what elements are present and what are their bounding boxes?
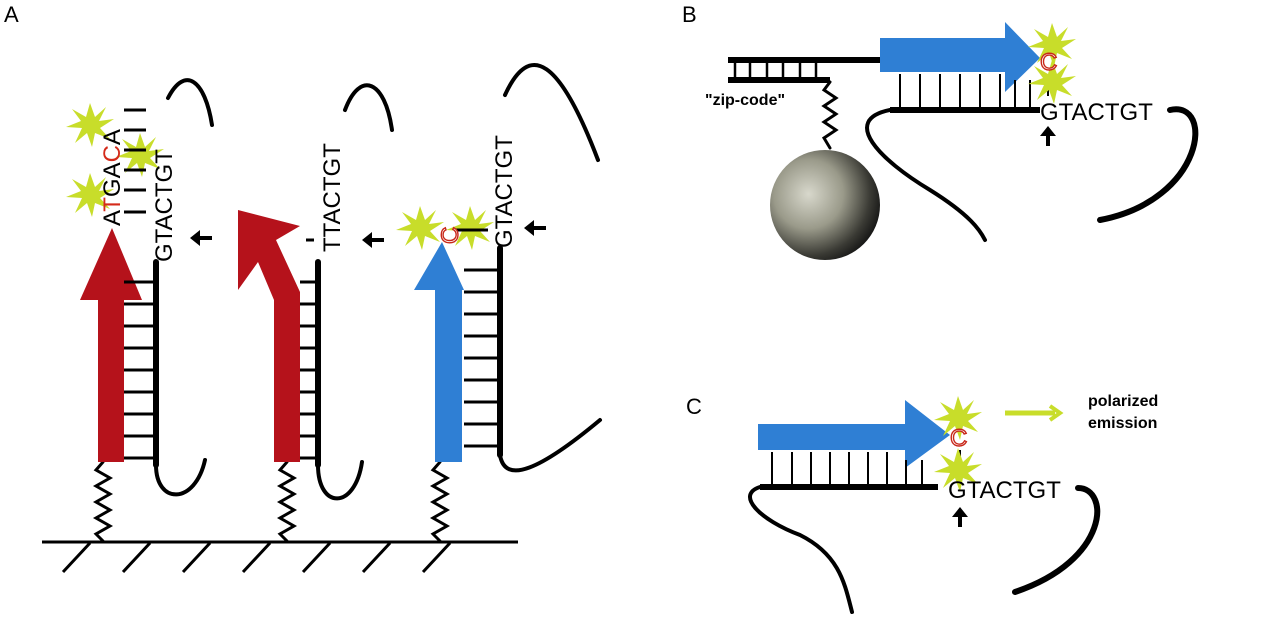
primer-arrow-blue — [880, 22, 1040, 92]
panel-label-a: A — [4, 2, 19, 27]
base-pairs — [300, 238, 318, 460]
template-sequence: GTACTGT — [948, 477, 1061, 504]
zip-code-label: "zip-code" — [705, 92, 785, 109]
linker-spring-icon — [821, 80, 839, 150]
arrow-left-icon — [190, 230, 212, 246]
linker-spring-icon — [92, 460, 114, 543]
arrow-left-icon — [362, 232, 384, 248]
template-sequence: GTACTGT — [1040, 99, 1153, 126]
labeled-base-c: C — [437, 227, 464, 244]
extension-sequence: ATGACA — [99, 129, 126, 226]
arrow-up-icon — [952, 507, 968, 527]
primer-arrow-red — [80, 228, 142, 462]
base-pairs — [464, 268, 500, 448]
linker-spring-icon — [429, 460, 451, 543]
emission-label-line2: emission — [1088, 415, 1157, 432]
zip-code-base-pairs — [733, 62, 818, 78]
arrow-left-icon — [524, 220, 546, 236]
template-sequence: GTACTGT — [491, 135, 518, 248]
column-2: TTACTGT — [238, 83, 394, 543]
base-pairs — [124, 280, 156, 460]
bead-icon — [770, 150, 880, 260]
labeled-base-c: C — [950, 425, 967, 452]
panel-b: B "zip-code" C GTACTGT — [682, 2, 1199, 260]
base-pairs — [771, 450, 961, 485]
column-3: C GTACTGT — [396, 63, 602, 543]
template-sequence: TTACTGT — [319, 143, 346, 252]
emission-label-line1: polarized — [1088, 393, 1158, 410]
primer-arrow-red-bent — [238, 210, 300, 462]
panel-c: C C GTACTGT polarized emission — [686, 393, 1158, 614]
panel-label-b: B — [682, 2, 697, 27]
solid-surface — [42, 540, 518, 574]
arrow-up-icon — [1040, 126, 1056, 146]
primer-arrow-blue — [414, 242, 464, 462]
column-1: ATGACA GTACTGT — [66, 78, 214, 543]
labeled-base-c: C — [1040, 49, 1057, 76]
primer-arrow-blue — [758, 400, 950, 468]
panel-a: A — [4, 2, 602, 574]
emission-arrow-icon — [1005, 404, 1064, 422]
template-sequence: GTACTGT — [151, 149, 178, 262]
panel-label-c: C — [686, 394, 702, 419]
linker-spring-icon — [276, 460, 298, 543]
base-pairs — [899, 74, 1049, 108]
